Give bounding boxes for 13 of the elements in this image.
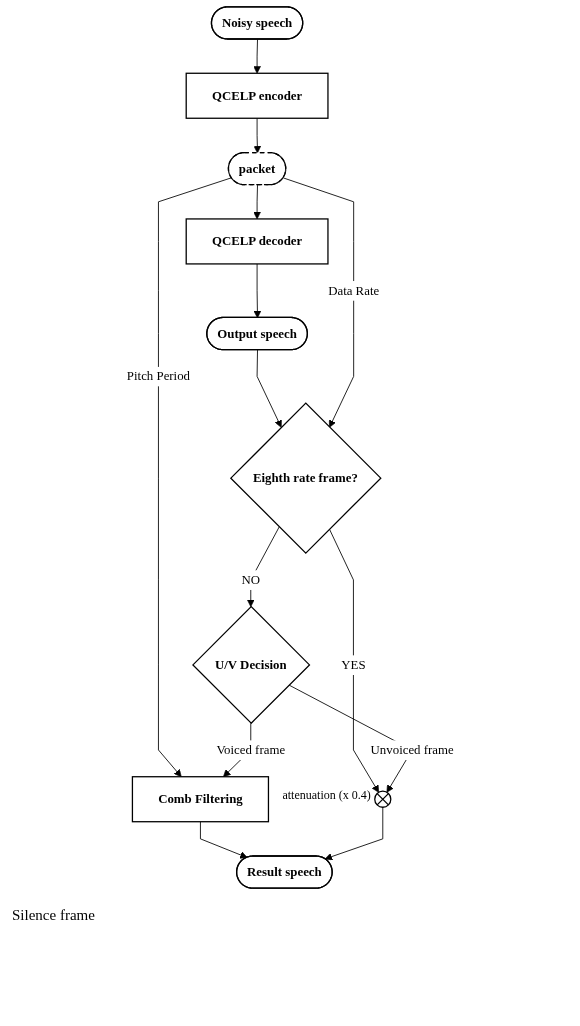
edge-label: NO	[241, 572, 260, 587]
node-box: QCELP encoder	[185, 72, 329, 119]
edge-label: Voiced frame	[216, 742, 285, 757]
node-diamond: U/V Decision	[191, 605, 311, 725]
edge-label: Data Rate	[327, 283, 379, 298]
node-box: QCELP decoder	[185, 218, 329, 265]
note-label: Silence frame	[12, 907, 96, 924]
edge-label: Unvoiced frame	[370, 742, 454, 757]
edge-label: Pitch Period	[126, 369, 190, 384]
node-box: Comb Filtering	[131, 776, 269, 823]
edge-label: YES	[340, 657, 366, 672]
node-diamond: Eighth rate frame?	[229, 402, 382, 554]
node-note: attenuation (x 0.4)	[282, 787, 371, 803]
